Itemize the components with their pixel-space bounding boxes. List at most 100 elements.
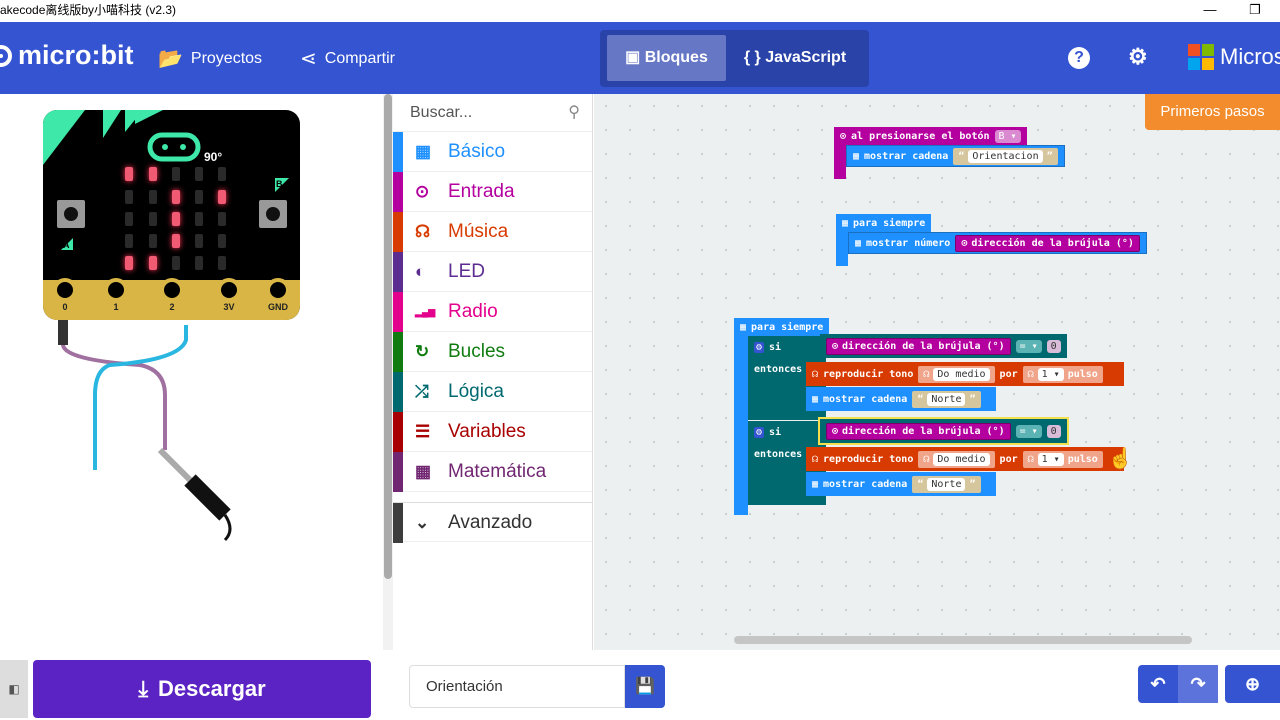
string-value[interactable]: Orientacion: [968, 149, 1043, 163]
note-block[interactable]: ☊Do medio: [918, 450, 995, 468]
string-block[interactable]: “Norte”: [912, 390, 981, 408]
redo-button[interactable]: ↷: [1178, 665, 1218, 703]
download-button[interactable]: ⤓Descargar: [33, 660, 371, 718]
target-icon: ⊙: [415, 182, 430, 201]
compare-value[interactable]: 0: [1046, 424, 1061, 438]
undo-button[interactable]: ↶: [1138, 665, 1178, 703]
compass-block[interactable]: ⊙ dirección de la brújula (°): [826, 337, 1011, 355]
search-icon[interactable]: ⚲: [568, 104, 580, 121]
beat-unit: pulso: [1067, 368, 1098, 380]
microsoft-logo[interactable]: Micros: [1188, 44, 1280, 70]
grid-icon: ▦: [855, 237, 862, 249]
string-value[interactable]: Norte: [927, 392, 966, 406]
gear-icon[interactable]: ⚙: [1128, 44, 1148, 69]
button-dropdown[interactable]: B ▾: [994, 129, 1021, 143]
tab-javascript[interactable]: { } JavaScript: [743, 49, 847, 66]
forever-block-2[interactable]: ▦para siempre: [734, 318, 830, 336]
microbit-board[interactable]: 90° A B 0 1 2 3V GND: [43, 110, 300, 320]
pin-2[interactable]: 2: [159, 278, 185, 320]
category-color-bar: [393, 172, 403, 212]
beat-block[interactable]: ☊1 ▾pulso: [1022, 365, 1103, 383]
compass-block[interactable]: ⊙ dirección de la brújula (°): [955, 234, 1140, 252]
string-value[interactable]: Norte: [927, 477, 966, 491]
help-icon[interactable]: ?: [1068, 47, 1090, 69]
gear-icon[interactable]: ⚙: [754, 426, 765, 438]
headphone-cable: [58, 320, 232, 542]
category-headphones[interactable]: ☊Música: [393, 212, 592, 252]
string-block[interactable]: “Norte”: [912, 475, 981, 493]
beat-dropdown[interactable]: 1 ▾: [1037, 452, 1064, 466]
show-string-block[interactable]: ▦mostrar cadena“Norte”: [806, 472, 996, 496]
pin-gnd[interactable]: GND: [265, 278, 291, 320]
project-name-input[interactable]: Orientación: [409, 665, 625, 708]
share-label: Compartir: [324, 49, 395, 67]
tab-blocks[interactable]: ▣ Bloques: [607, 35, 726, 81]
download-label: Descargar: [158, 676, 266, 701]
getting-started-button[interactable]: Primeros pasos: [1145, 94, 1280, 130]
note-value[interactable]: Do medio: [933, 452, 990, 466]
window-title: akecode离线版by小喵科技 (v2.3): [0, 3, 177, 17]
beat-block[interactable]: ☊1 ▾pulso: [1022, 450, 1103, 468]
led: [149, 212, 157, 226]
compass-block[interactable]: ⊙ dirección de la brújula (°): [826, 422, 1011, 440]
pin-3v[interactable]: 3V: [216, 278, 242, 320]
led: [149, 167, 157, 181]
search-input[interactable]: Buscar...: [410, 104, 473, 121]
category-grid[interactable]: ▦Básico: [393, 132, 592, 172]
category-shuffle[interactable]: ⤮Lógica: [393, 372, 592, 412]
compare-value[interactable]: 0: [1046, 339, 1061, 353]
led: [172, 212, 180, 226]
restore-button[interactable]: ❐: [1249, 2, 1261, 17]
show-number-block[interactable]: ▦mostrar número⊙ dirección de la brújula…: [848, 232, 1147, 254]
headphones-icon: ☊: [812, 368, 819, 380]
simulator-scrollbar[interactable]: [383, 94, 393, 650]
led: [195, 256, 203, 270]
pin-1[interactable]: 1: [103, 278, 129, 320]
save-button[interactable]: 💾: [625, 665, 665, 708]
category-label: Bucles: [448, 341, 506, 362]
show-string-block[interactable]: ▦mostrar cadena“Orientacion”: [846, 145, 1065, 167]
compare-block[interactable]: ⊙ dirección de la brújula (°) = ▾ 0: [820, 334, 1067, 358]
led: [195, 212, 203, 226]
category-chevron-down[interactable]: ⌄Avanzado: [393, 502, 592, 543]
projects-button[interactable]: 📂Proyectos: [158, 46, 262, 71]
note-value[interactable]: Do medio: [933, 367, 990, 381]
category-calculator[interactable]: ▦Matemática: [393, 452, 592, 492]
collapse-simulator-button[interactable]: ◧: [0, 660, 28, 718]
pin-0[interactable]: 0: [52, 278, 78, 320]
compare-block[interactable]: ⊙ dirección de la brújula (°) = ▾ 0: [818, 417, 1069, 445]
category-toggle[interactable]: ◐LED: [393, 252, 592, 292]
note-block[interactable]: ☊Do medio: [918, 365, 995, 383]
button-a[interactable]: [57, 200, 85, 228]
minimize-button[interactable]: —: [1203, 2, 1217, 17]
button-b[interactable]: [259, 200, 287, 228]
microbit-logo[interactable]: micro:bit: [0, 40, 134, 71]
scrollbar-thumb[interactable]: [384, 94, 392, 579]
for-label: por: [999, 368, 1018, 380]
beat-dropdown[interactable]: 1 ▾: [1037, 367, 1064, 381]
zoom-in-button[interactable]: ⊕: [1225, 665, 1280, 703]
led: [195, 190, 203, 204]
operator-dropdown[interactable]: = ▾: [1015, 424, 1042, 438]
workspace-scrollbar[interactable]: [734, 636, 1192, 644]
operator-dropdown[interactable]: = ▾: [1015, 339, 1042, 353]
category-color-bar: [393, 452, 403, 492]
show-string-block[interactable]: ▦mostrar cadena“Norte”: [806, 387, 996, 411]
shuffle-icon: ⤮: [415, 382, 429, 401]
category-signal[interactable]: ▂▄▆Radio: [393, 292, 592, 332]
forever-block[interactable]: ▦para siempre: [836, 214, 932, 232]
string-block[interactable]: “Orientacion”: [953, 147, 1058, 165]
loop-label: para siempre: [751, 321, 824, 333]
share-button[interactable]: ⋖Compartir: [300, 46, 395, 71]
category-label: Matemática: [448, 461, 547, 482]
toolbox-search[interactable]: Buscar... ⚲: [393, 94, 592, 132]
grid-icon: ▦: [853, 150, 860, 162]
category-list[interactable]: ☰Variables: [393, 412, 592, 452]
category-refresh[interactable]: ↻Bucles: [393, 332, 592, 372]
gear-icon[interactable]: ⚙: [754, 341, 765, 353]
category-target[interactable]: ⊙Entrada: [393, 172, 592, 212]
